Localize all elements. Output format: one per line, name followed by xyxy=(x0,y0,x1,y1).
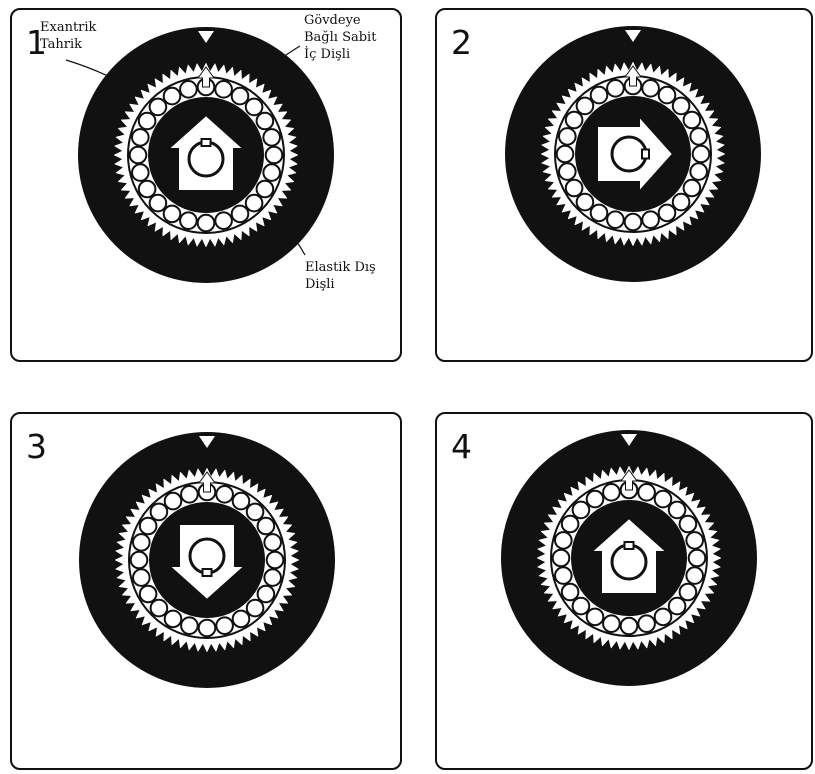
label-flexible-outer-gear: Elastik Dış Dişli xyxy=(305,259,376,293)
label-line: İç Dişli xyxy=(304,46,376,63)
label-eccentric-drive: Exantrik Tahrik xyxy=(40,19,96,53)
label-line: Tahrik xyxy=(40,36,96,53)
label-fixed-inner-gear: Gövdeye Bağlı Sabit İç Dişli xyxy=(304,12,376,63)
label-line: Gövdeye xyxy=(304,12,376,29)
label-line: Dişli xyxy=(305,276,376,293)
label-line: Bağlı Sabit xyxy=(304,29,376,46)
label-line: Exantrik xyxy=(40,19,96,36)
label-line: Elastik Dış xyxy=(305,259,376,276)
